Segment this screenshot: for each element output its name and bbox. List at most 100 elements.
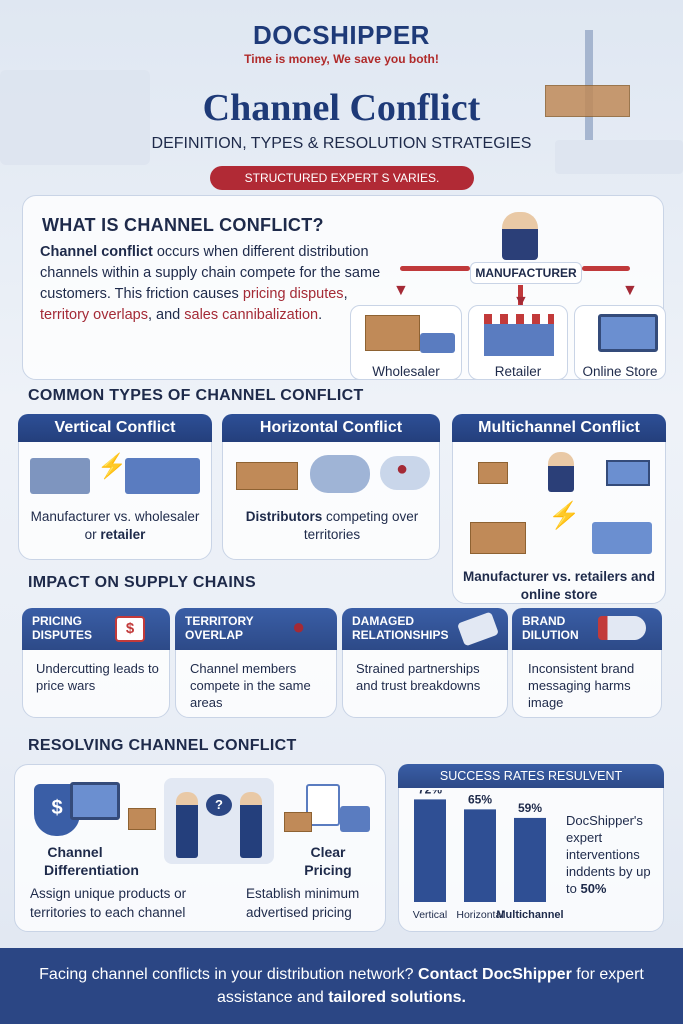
para-text-3: , and [147, 307, 185, 323]
retailer-store-icon [484, 314, 554, 356]
laptop-mini-icon [606, 460, 650, 486]
footer-cta: Facing channel conflicts in your distrib… [0, 948, 683, 1024]
businessman-left-icon [176, 792, 198, 858]
vertical-desc-3: retailer [100, 527, 146, 542]
resolve-pricing-title: Clear Pricing [304, 844, 352, 878]
vertical-conflict-desc: Manufacturer vs. wholesaler or retailer [20, 508, 210, 544]
term-territory-overlaps: territory overlaps [40, 307, 148, 323]
horizontal-desc-1: Distributors [245, 509, 323, 524]
manufacturer-mini-icon [548, 452, 574, 492]
term-channel-conflict: Channel conflict [40, 244, 153, 260]
megaphone-icon [598, 616, 646, 640]
laptop-icon [598, 314, 658, 352]
footer-text-1: Facing channel conflicts in your distrib… [39, 966, 419, 983]
arrow-to-online-store [582, 266, 630, 271]
horizontal-desc-2: competing over territories [303, 509, 419, 542]
manufacturer-label: MANUFACTURER [475, 266, 577, 280]
arrowhead-online-icon: ▼ [622, 282, 638, 299]
impact-title-territory: TERRITORY OVERLAP [175, 608, 337, 650]
businessman-right-icon [240, 792, 262, 858]
warehouse-icon [125, 458, 200, 494]
arrow-to-wholesaler [400, 266, 470, 271]
manufacturer-node [470, 262, 582, 284]
wholesaler-label: Wholesaler [372, 364, 440, 379]
footer-text-3: tailored solutions. [328, 989, 466, 1006]
impact-title-pricing: PRICING DISPUTES [22, 608, 170, 650]
term-pricing-disputes: pricing disputes [242, 286, 344, 302]
what-is-paragraph: Channel conflict occurs when different d… [40, 242, 390, 326]
multichannel-conflict-card [452, 414, 666, 604]
resolve-diff-title: Channel Differentiation [44, 844, 139, 878]
brand-logo: DOCSHIPPER [0, 20, 683, 51]
cargo-ship-illustration [0, 70, 150, 165]
world-map-icon [310, 455, 370, 493]
bar-value-label: 59% [518, 801, 542, 815]
product-boxes-icon [128, 808, 156, 830]
para-text-1: occurs when different distribution chann… [40, 244, 381, 302]
boxes-mini-icon [478, 462, 508, 484]
horizontal-conflict-title: Horizontal Conflict [222, 414, 440, 442]
bar-horizontal [464, 809, 496, 902]
success-note-percent: 50% [580, 881, 607, 896]
wholesaler-boxes-icon [365, 315, 420, 351]
horizontal-conflict-desc: Distributors competing over territories [232, 508, 432, 544]
wholesale-mini-icon [470, 522, 526, 554]
bar-value-label: 65% [468, 792, 492, 806]
success-rates-title: SUCCESS RATES RESULVENT [398, 764, 664, 788]
bar-category-label: Horizontal [456, 909, 503, 921]
arrowhead-wholesaler-icon: ▼ [393, 282, 409, 299]
success-note-text: DocShipper's expert interventions indden… [566, 813, 651, 896]
bar-multichannel [514, 817, 546, 902]
tagline: Time is money, We save you both! [244, 52, 439, 66]
para-text-4: . [318, 307, 323, 323]
term-sales-cannibalization: sales cannibalization [184, 307, 319, 323]
online-store-label: Online Store [582, 364, 658, 379]
factory-icon [30, 458, 90, 494]
arrow-to-retailer [518, 285, 523, 307]
types-heading: COMMON TYPES OF CHANNEL CONFLICT [28, 387, 364, 404]
impact-desc-pricing: Undercutting leads to price wars [36, 661, 159, 693]
store-mini-icon [592, 522, 652, 554]
wholesaler-truck-icon [420, 333, 455, 353]
price-tag-icon: $ [115, 616, 145, 642]
container-illustration [545, 85, 630, 117]
pallet-boxes-icon [236, 462, 298, 490]
pricing-boxes-icon [284, 812, 312, 832]
bar-category-label: Vertical [413, 909, 447, 921]
bar-vertical [414, 799, 446, 902]
logo-text: DOCSHIPPER [253, 20, 430, 50]
barge-illustration [555, 140, 683, 174]
what-is-heading: WHAT IS CHANNEL CONFLICT? [42, 215, 324, 235]
page-title: Channel Conflict [202, 87, 481, 129]
success-bar-chart: 72% Vertical 65% Horizontal 59% Multichannel [413, 790, 563, 921]
vertical-desc-2: or [84, 527, 101, 542]
multichannel-conflict-desc: Manufacturer vs. retailers and online st… [462, 569, 656, 602]
bar-category-label: Multichannel [496, 909, 563, 921]
footer-text-2: for expert assistance and [217, 966, 644, 1006]
footer-contact-link[interactable]: Contact DocShipper [418, 966, 572, 983]
register-icon [340, 806, 370, 832]
conflict-arrows-icon: ⚡ [548, 500, 581, 530]
resolve-heading: RESOLVING CHANNEL CONFLICT [28, 737, 297, 754]
impact-desc-brand: Inconsistent brand messaging harms image [528, 661, 635, 710]
territory-pin-icon: ● [292, 614, 306, 639]
vertical-conflict-title: Vertical Conflict [18, 414, 212, 442]
manufacturer-person-icon [502, 212, 538, 260]
impact-heading: IMPACT ON SUPPLY CHAINS [28, 574, 256, 591]
para-text-2: , [343, 286, 348, 302]
resolve-diff-desc: Assign unique products or territories to… [30, 886, 187, 920]
header-pill-badge: STRUCTURED EXPERT S VARIES. [210, 166, 474, 190]
success-note: DocShipper's expert interventions indden… [566, 812, 662, 897]
location-pin-icon [380, 456, 430, 490]
impact-desc-territory: Channel members compete in the same area… [190, 661, 311, 710]
retailer-label: Retailer [494, 364, 542, 379]
page-subtitle: DEFINITION, TYPES & RESOLUTION STRATEGIE… [151, 135, 532, 152]
pin-marker-icon: ● [396, 458, 409, 480]
impact-desc-relationships: Strained partnerships and trust breakdow… [356, 661, 481, 693]
resolve-pricing-desc: Establish minimum advertised pricing [246, 886, 360, 920]
vertical-desc-1: Manufacturer vs. wholesaler [30, 509, 200, 524]
lightning-icon: ⚡ [97, 453, 127, 480]
bar-value-label: 72% [418, 790, 442, 796]
monitor-icon [70, 782, 120, 820]
multichannel-conflict-title: Multichannel Conflict [452, 414, 666, 442]
